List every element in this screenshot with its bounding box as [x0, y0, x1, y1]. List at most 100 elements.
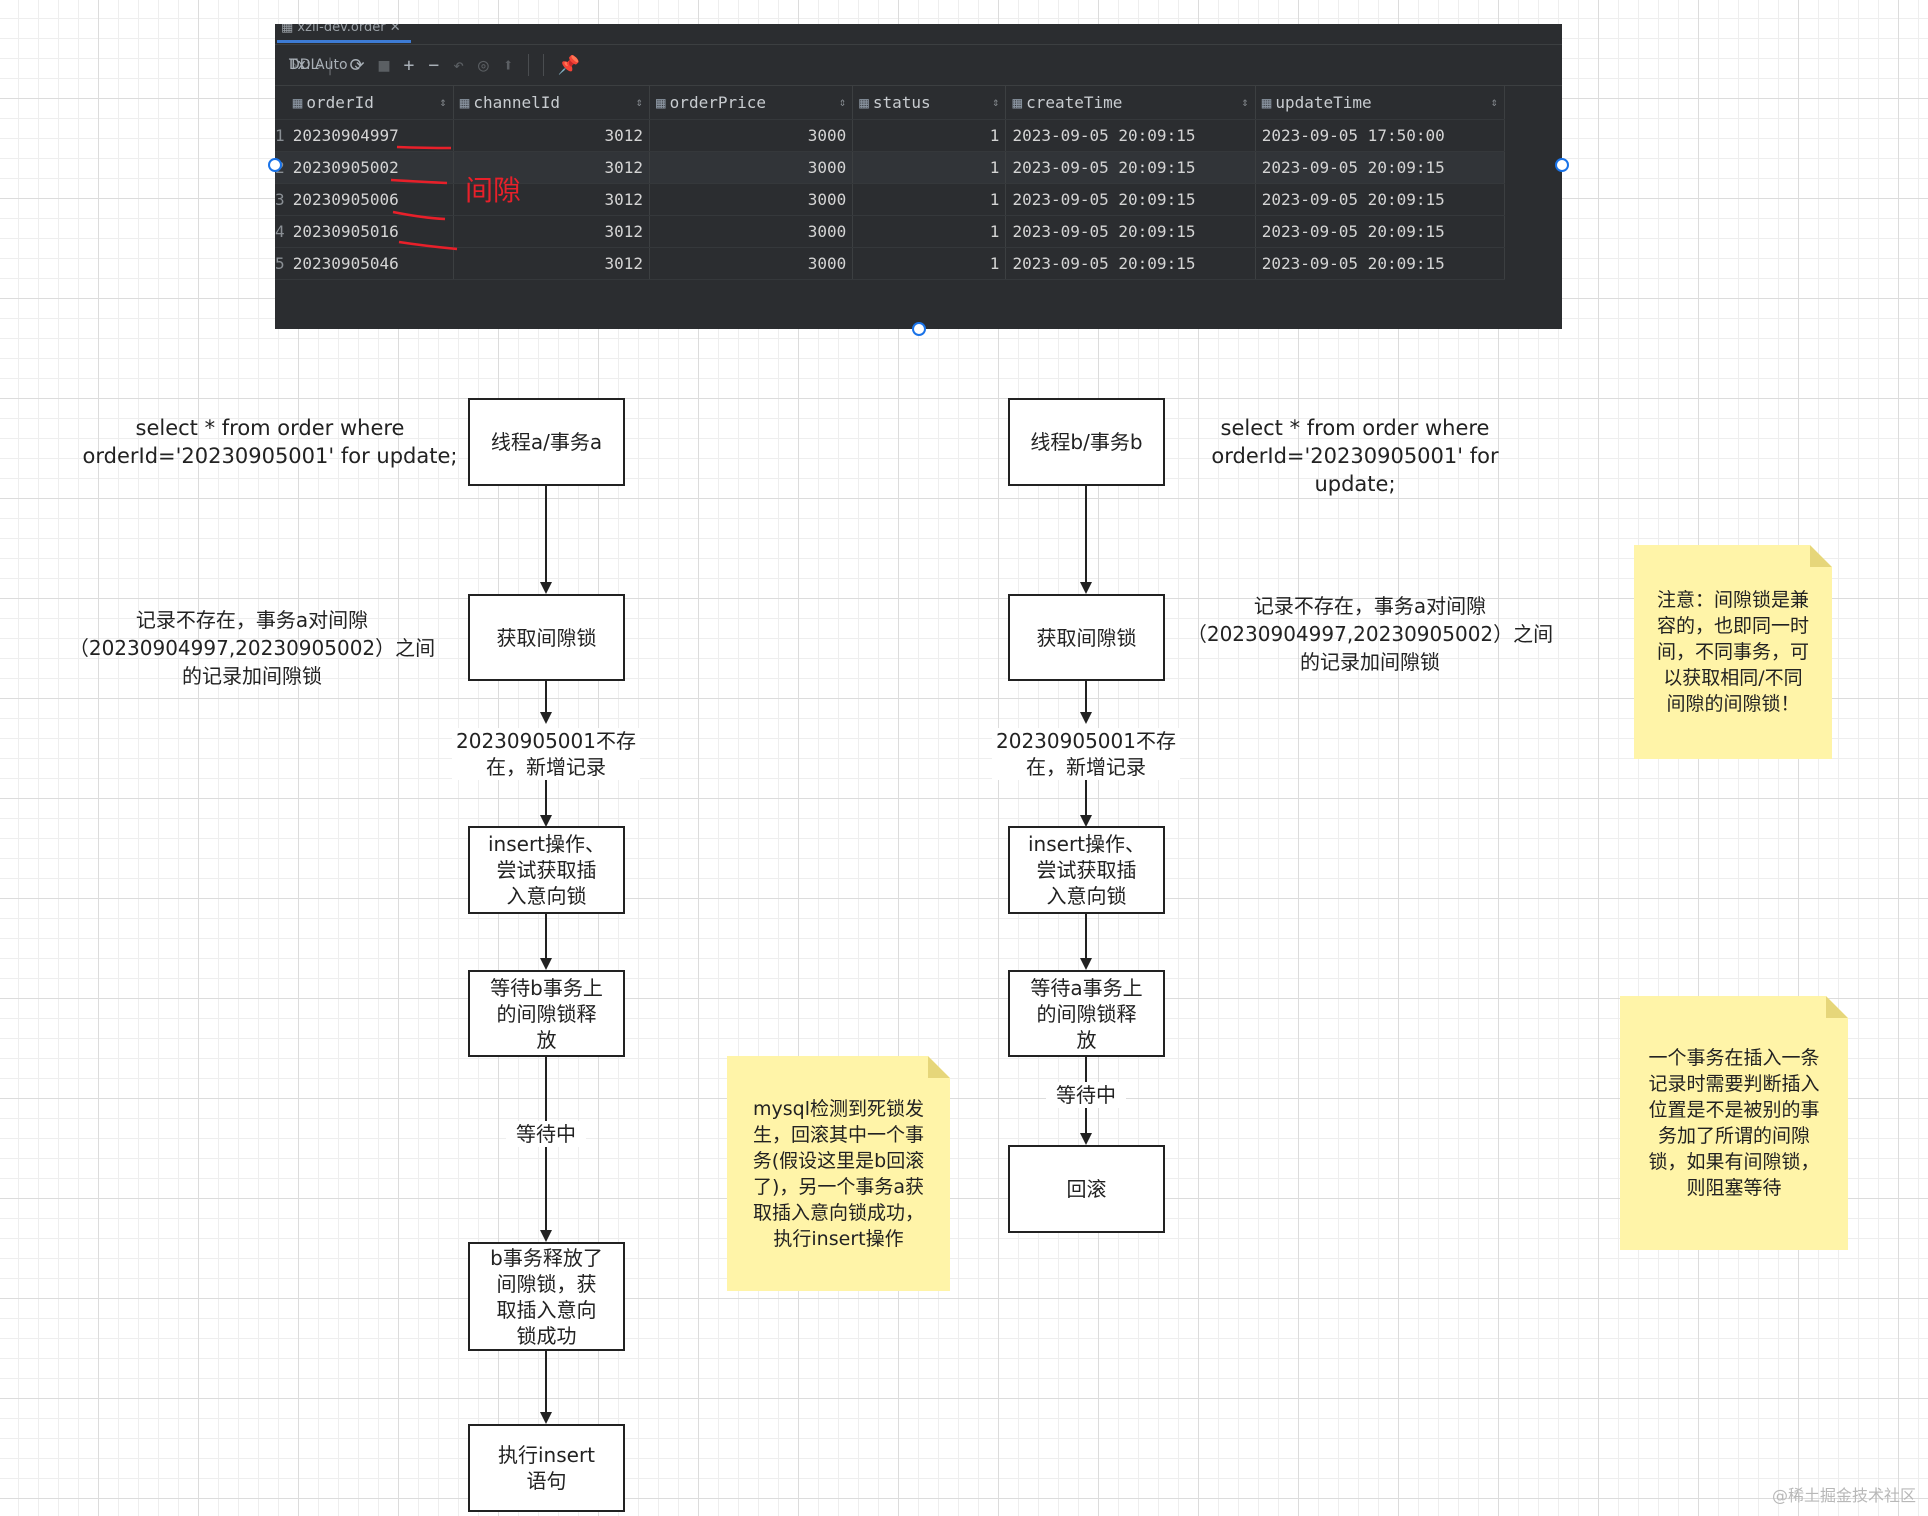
insert-try-a[interactable]: insert操作、 尝试获取插 入意向锁	[468, 826, 625, 914]
column-header-channelid[interactable]: ▦channelId⇕	[454, 85, 651, 119]
column-header-orderid[interactable]: ▦orderId⇕	[287, 85, 454, 119]
cell-updatetime[interactable]: 2023-09-05 20:09:15	[1256, 152, 1505, 183]
get-gap-lock-a[interactable]: 获取间隙锁	[468, 594, 625, 681]
cell-orderid[interactable]: 20230904997	[287, 120, 454, 151]
deadlock-note-text: mysql检测到死锁发 生，回滚其中一个事 务(假设这里是b回滚 了)，另一个事…	[752, 1097, 925, 1250]
last-page-icon[interactable]: ›|	[313, 54, 336, 76]
cell-orderid[interactable]: 20230905002	[287, 152, 454, 183]
ddl-button[interactable]: DDL	[289, 57, 319, 73]
row-number: 1	[275, 126, 285, 145]
column-header-orderprice[interactable]: ▦orderPrice⇕	[650, 85, 854, 119]
gap-stroke	[398, 240, 458, 251]
cell-channelid[interactable]: 3012	[454, 120, 651, 151]
delete-row-icon[interactable]: −	[428, 54, 440, 76]
column-icon: ▦	[1261, 92, 1272, 112]
cell-createtime[interactable]: 2023-09-05 20:09:15	[1006, 248, 1256, 279]
column-icon: ▦	[1012, 92, 1023, 112]
tx-mode-select[interactable]: Tx: Auto ⌄	[289, 57, 364, 73]
cell-updatetime[interactable]: 2023-09-05 20:09:15	[1256, 184, 1505, 215]
rollback-b[interactable]: 回滚	[1008, 1145, 1165, 1233]
gap-stroke	[392, 210, 446, 221]
cell-status[interactable]: 1	[853, 152, 1007, 183]
sql-a: select * from order where orderId='20230…	[82, 416, 458, 468]
resize-handle-bottom[interactable]	[912, 322, 926, 336]
cell-channelid[interactable]: 3012	[454, 216, 651, 247]
table-header-row: ▦orderId⇕ ▦channelId⇕ ▦orderPrice⇕ ▦stat…	[275, 85, 1505, 120]
tab-xzll-dev-order[interactable]: ▦ xzll-dev.order ✕	[277, 24, 411, 43]
refresh-icon[interactable]: ⟳	[349, 54, 365, 76]
cell-updatetime[interactable]: 2023-09-05 17:50:00	[1256, 120, 1505, 151]
cell-orderid[interactable]: 20230905016	[287, 216, 454, 247]
cell-orderprice[interactable]: 3000	[650, 152, 854, 183]
wait-a-release[interactable]: 等待a事务上 的间隙锁释 放	[1008, 970, 1165, 1057]
column-icon: ▦	[292, 92, 303, 112]
view-icon[interactable]: ◎	[478, 54, 489, 76]
cell-orderprice[interactable]: 3000	[650, 120, 854, 151]
cell-channelid[interactable]: 3012	[454, 248, 651, 279]
cell-orderprice[interactable]: 3000	[650, 248, 854, 279]
toolbar-divider	[542, 54, 544, 76]
resize-handle-right[interactable]	[1555, 158, 1569, 172]
thread-a-start[interactable]: 线程a/事务a	[468, 398, 625, 486]
column-header-updatetime[interactable]: ▦updateTime⇕	[1256, 85, 1505, 119]
waiting-label-b: 等待中	[1046, 1082, 1126, 1108]
compatible-note: 注意：间隙锁是兼 容的，也即同一时 间，不同事务，可 以获取相同/不同 间隙的间…	[1634, 545, 1832, 759]
submit-icon[interactable]: ⬆	[502, 54, 514, 76]
b-released-lock[interactable]: b事务释放了 间隙锁，获 取插入意向 锁成功	[468, 1242, 625, 1351]
sort-icon[interactable]: ⇕	[1490, 95, 1498, 109]
cell-orderid[interactable]: 20230905046	[287, 248, 454, 279]
sort-icon[interactable]: ⇕	[1241, 95, 1249, 109]
sort-icon[interactable]: ⇕	[635, 95, 644, 109]
column-header-createtime[interactable]: ▦createTime⇕	[1006, 85, 1256, 119]
wait-b-release[interactable]: 等待b事务上 的间隙锁释 放	[468, 970, 625, 1057]
cell-status[interactable]: 1	[853, 120, 1007, 151]
cell-status[interactable]: 1	[853, 248, 1007, 279]
table-row[interactable]: 2202309050023012300012023-09-05 20:09:15…	[275, 152, 1505, 184]
cell-createtime[interactable]: 2023-09-05 20:09:15	[1006, 216, 1256, 247]
compatible-note-text: 注意：间隙锁是兼 容的，也即同一时 间，不同事务，可 以获取相同/不同 间隙的间…	[1656, 589, 1809, 715]
get-gap-lock-b[interactable]: 获取间隙锁	[1008, 594, 1165, 681]
cell-channelid[interactable]: 3012	[454, 152, 651, 183]
cell-orderprice[interactable]: 3000	[650, 184, 854, 215]
cell-channelid[interactable]: 3012	[454, 184, 651, 215]
cell-orderprice[interactable]: 3000	[650, 216, 854, 247]
deadlock-note: mysql检测到死锁发 生，回滚其中一个事 务(假设这里是b回滚 了)，另一个事…	[727, 1056, 950, 1291]
row-number: 4	[275, 222, 285, 241]
column-icon: ▦	[656, 92, 666, 112]
toolbar-divider	[527, 54, 529, 76]
cell-orderid[interactable]: 20230905006	[287, 184, 454, 215]
column-header-status[interactable]: ▦status⇕	[853, 85, 1007, 119]
add-row-icon[interactable]: +	[403, 54, 415, 76]
cell-updatetime[interactable]: 2023-09-05 20:09:15	[1256, 216, 1505, 247]
insert-try-b[interactable]: insert操作、 尝试获取插 入意向锁	[1008, 826, 1165, 914]
revert-icon[interactable]: ↶	[453, 54, 464, 76]
watermark: @稀土掘金技术社区	[1771, 1486, 1916, 1505]
stop-icon[interactable]: ■	[378, 54, 390, 76]
resize-handle-left[interactable]	[268, 158, 282, 172]
exec-insert[interactable]: 执行insert 语句	[468, 1424, 625, 1512]
row-number: 3	[275, 190, 285, 209]
cell-status[interactable]: 1	[853, 184, 1007, 215]
cell-status[interactable]: 1	[853, 216, 1007, 247]
next-page-icon[interactable]: ›	[289, 54, 300, 76]
db-tabbar: ▦ xzll-dev.order ✕	[275, 24, 1562, 45]
db-result-panel: ▦ xzll-dev.order ✕ › ›| ⟳ ■ + − ↶ ◎ ⬆ Tx…	[275, 24, 1562, 329]
cell-createtime[interactable]: 2023-09-05 20:09:15	[1006, 184, 1256, 215]
cell-createtime[interactable]: 2023-09-05 20:09:15	[1006, 120, 1256, 151]
thread-b-start[interactable]: 线程b/事务b	[1008, 398, 1165, 486]
gap-stroke	[396, 145, 452, 150]
sort-icon[interactable]: ⇕	[992, 95, 1000, 109]
waiting-label-a: 等待中	[506, 1121, 586, 1147]
gap-stroke	[390, 178, 448, 185]
sort-icon[interactable]: ⇕	[839, 95, 847, 109]
cell-updatetime[interactable]: 2023-09-05 20:09:15	[1256, 248, 1505, 279]
gap-label: 间隙	[465, 174, 522, 207]
cell-createtime[interactable]: 2023-09-05 20:09:15	[1006, 152, 1256, 183]
sort-icon[interactable]: ⇕	[439, 95, 447, 109]
pin-icon[interactable]: 📌	[557, 54, 581, 76]
